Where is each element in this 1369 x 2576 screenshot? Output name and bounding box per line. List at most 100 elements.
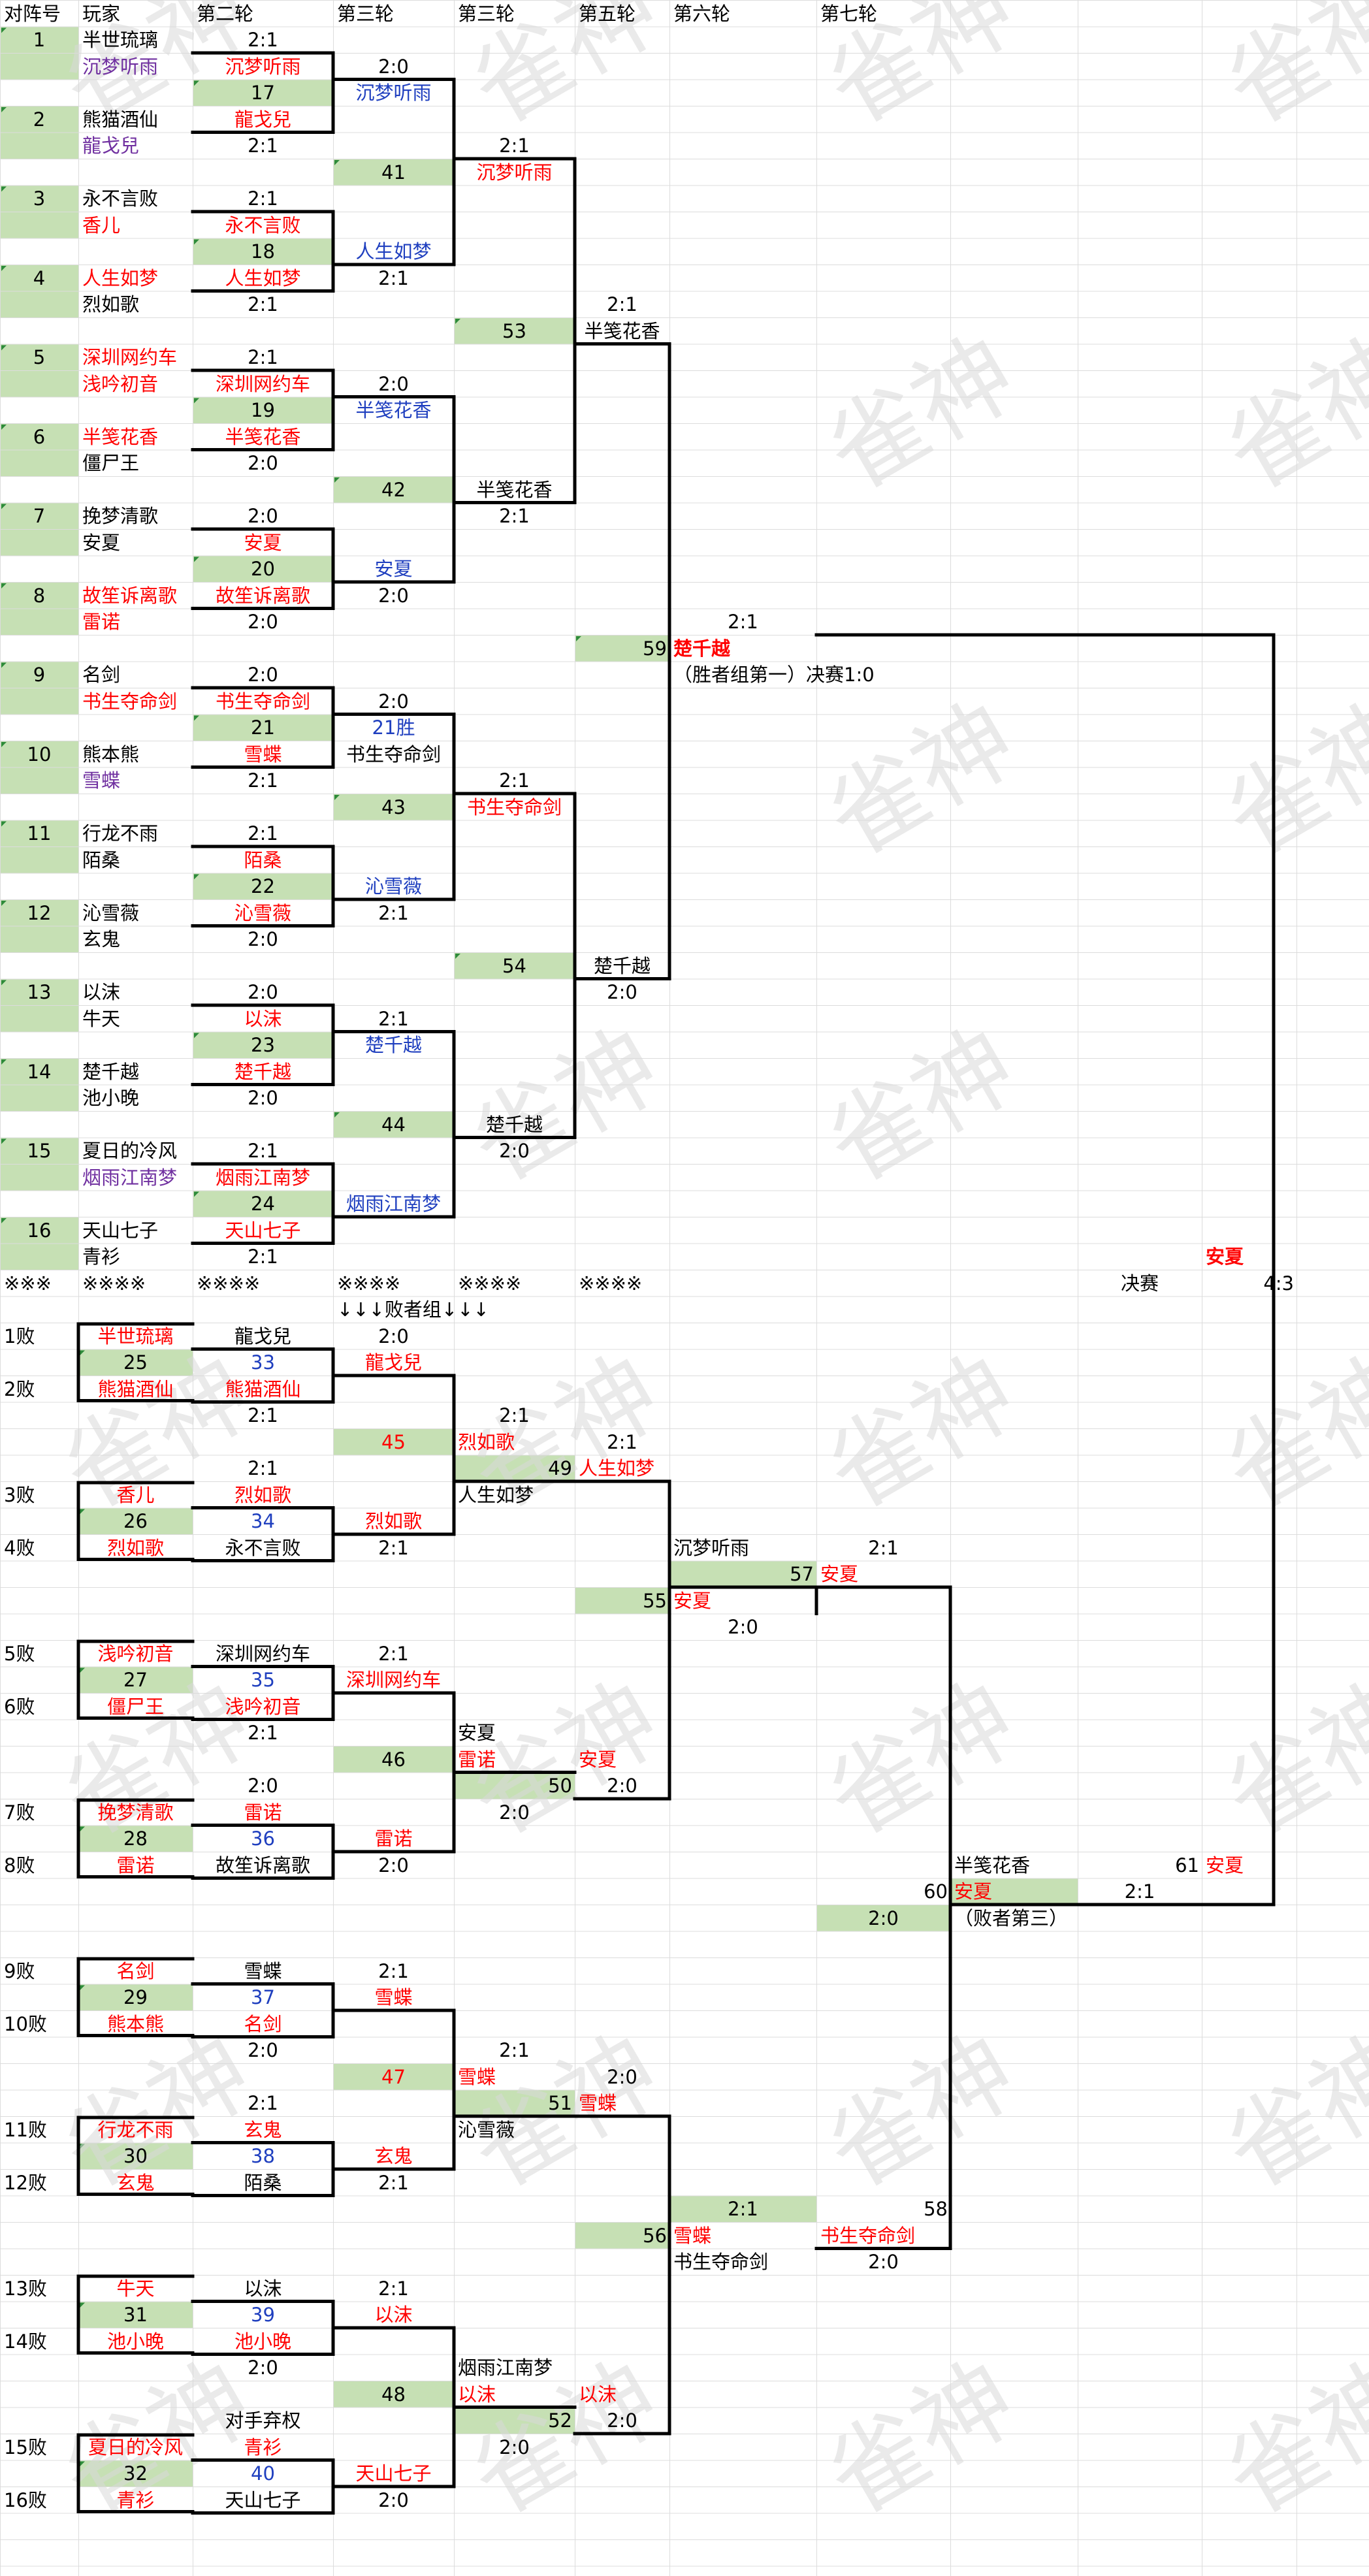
bracket-cell: 人生如梦 xyxy=(82,266,159,289)
cell-marker xyxy=(80,1509,85,1515)
filled-cell xyxy=(1,106,78,133)
bracket-cell: 9 xyxy=(33,664,46,686)
bracket-cell: 2:1 xyxy=(378,901,409,924)
bracket-cell: 2:1 xyxy=(378,1007,409,1030)
bracket-cell: 45 xyxy=(381,1430,406,1453)
bracket-cell: 青衫 xyxy=(116,2488,155,2511)
bracket-cell: 25 xyxy=(123,1351,148,1374)
bracket-cell: 2:0 xyxy=(378,1325,409,1347)
bracket-cell: 2:1 xyxy=(499,769,530,792)
filled-cell xyxy=(193,397,333,423)
bracket-cell: 行龙不雨 xyxy=(97,2118,174,2141)
bracket-cell: 安夏 xyxy=(82,531,121,554)
bracket-cell: 天山七子 xyxy=(355,2462,432,2485)
bracket-cell: 48 xyxy=(381,2383,406,2406)
bracket-cell: 1 xyxy=(33,29,46,51)
bracket-cell: 2:0 xyxy=(378,690,409,713)
bracket-cell: 50 xyxy=(548,1775,572,1797)
bracket-cell: 8败 xyxy=(4,1854,35,1876)
bracket-cell: 人生如梦 xyxy=(579,1457,655,1479)
filled-cell xyxy=(334,2381,454,2407)
cell-marker xyxy=(194,398,199,404)
filled-cell xyxy=(1,1085,78,1111)
bracket-cell: 烟雨江南梦 xyxy=(346,1193,441,1215)
cell-marker xyxy=(1,1218,7,1223)
bracket-cell: 2:1 xyxy=(378,1536,409,1559)
bracket-cell: 3 xyxy=(33,187,46,210)
filled-cell xyxy=(1,583,78,609)
filled-cell xyxy=(1,900,78,926)
bracket-cell: 35 xyxy=(251,1669,275,1691)
bracket-cell: 雷诺 xyxy=(458,1748,496,1771)
bracket-cell: 以沫 xyxy=(458,2383,496,2406)
bracket-cell: 安夏 xyxy=(579,1748,617,1771)
bracket-cell: 熊本熊 xyxy=(106,2012,164,2035)
filled-cell xyxy=(1,371,78,397)
bracket-cell: 2:0 xyxy=(868,1907,899,1929)
filled-cell xyxy=(1,212,78,238)
bracket-cell: 16 xyxy=(27,1219,52,1242)
bracket-cell: 决赛 xyxy=(1120,1272,1159,1295)
bracket-cell: 14 xyxy=(27,1060,52,1083)
bracket-cell: 行龙不雨 xyxy=(82,822,159,845)
bracket-cell: 玄鬼 xyxy=(244,2118,282,2141)
bracket-cell: 47 xyxy=(381,2065,406,2088)
filled-cell xyxy=(1,926,78,952)
bracket-cell: 天山七子 xyxy=(82,1219,159,1242)
bracket-cell: 青衫 xyxy=(244,2436,282,2458)
filled-cell xyxy=(1,688,78,715)
bracket-cell: 永不言败 xyxy=(82,187,159,210)
bracket-cell: 23 xyxy=(251,1034,275,1056)
bracket-cell: 牛天 xyxy=(116,2277,155,2300)
bracket-cell: 2:1 xyxy=(499,1404,530,1426)
bracket-cell: 雷诺 xyxy=(374,1827,413,1850)
bracket-cell: 熊猫酒仙 xyxy=(82,108,159,131)
bracket-cell: 20 xyxy=(251,558,275,580)
bracket-cell: 4败 xyxy=(4,1536,35,1559)
bracket-cell: 安夏 xyxy=(820,1563,859,1585)
bracket-cell: 2:1 xyxy=(868,1536,899,1559)
bracket-cell: 雪蝶 xyxy=(244,1959,282,1982)
bracket-cell: 2:1 xyxy=(378,266,409,289)
filled-cell xyxy=(575,1588,669,1614)
filled-cell xyxy=(1,424,78,450)
bracket-cell: 池小晚 xyxy=(82,1087,140,1109)
filled-cell xyxy=(670,2196,816,2222)
bracket-cell: 2:1 xyxy=(499,505,530,527)
bracket-cell: 21 xyxy=(251,716,275,739)
bracket-cell: 56 xyxy=(643,2224,667,2247)
bracket-cell: 半世琉璃 xyxy=(82,29,159,51)
bracket-cell: 29 xyxy=(123,1986,148,2008)
bracket-cell: 安夏 xyxy=(954,1880,993,1903)
filled-cell xyxy=(817,1905,950,1931)
bracket-cell: 陌桑 xyxy=(244,2171,282,2194)
filled-cell xyxy=(334,477,454,503)
filled-cell xyxy=(1,1059,78,1085)
bracket-cell: ※※※※ xyxy=(82,1272,146,1295)
cell-marker xyxy=(1,504,7,509)
bracket-cell: 2:1 xyxy=(248,135,278,157)
bracket-cell: 51 xyxy=(548,2092,572,2114)
filled-cell xyxy=(1,662,78,688)
bracket-cell: 11败 xyxy=(4,2118,47,2141)
bracket-cell: 天山七子 xyxy=(225,2488,301,2511)
bracket-cell: （胜者组第一）决赛1:0 xyxy=(673,664,875,686)
bracket-cell: 2:1 xyxy=(1124,1880,1155,1903)
bracket-cell: 15 xyxy=(27,1140,52,1162)
bracket-cell: 59 xyxy=(643,637,667,660)
filled-cell xyxy=(1,54,78,80)
bracket-cell: 27 xyxy=(123,1669,148,1691)
bracket-cell: 2:1 xyxy=(499,2039,530,2061)
bracket-cell: 以沫 xyxy=(244,2277,282,2300)
bracket-cell: 26 xyxy=(123,1510,148,1532)
bracket-cell: 7败 xyxy=(4,1801,35,1824)
bracket-cell: 37 xyxy=(251,1986,275,2008)
bracket-cell: 9败 xyxy=(4,1959,35,1982)
filled-cell xyxy=(1,265,78,291)
bracket-cell: 浅吟初音 xyxy=(225,1695,301,1718)
bracket-cell: 13 xyxy=(27,981,52,1003)
bracket-cell: 永不言败 xyxy=(225,214,301,236)
cell-marker xyxy=(1,1138,7,1144)
bracket-cell: 46 xyxy=(381,1748,406,1771)
